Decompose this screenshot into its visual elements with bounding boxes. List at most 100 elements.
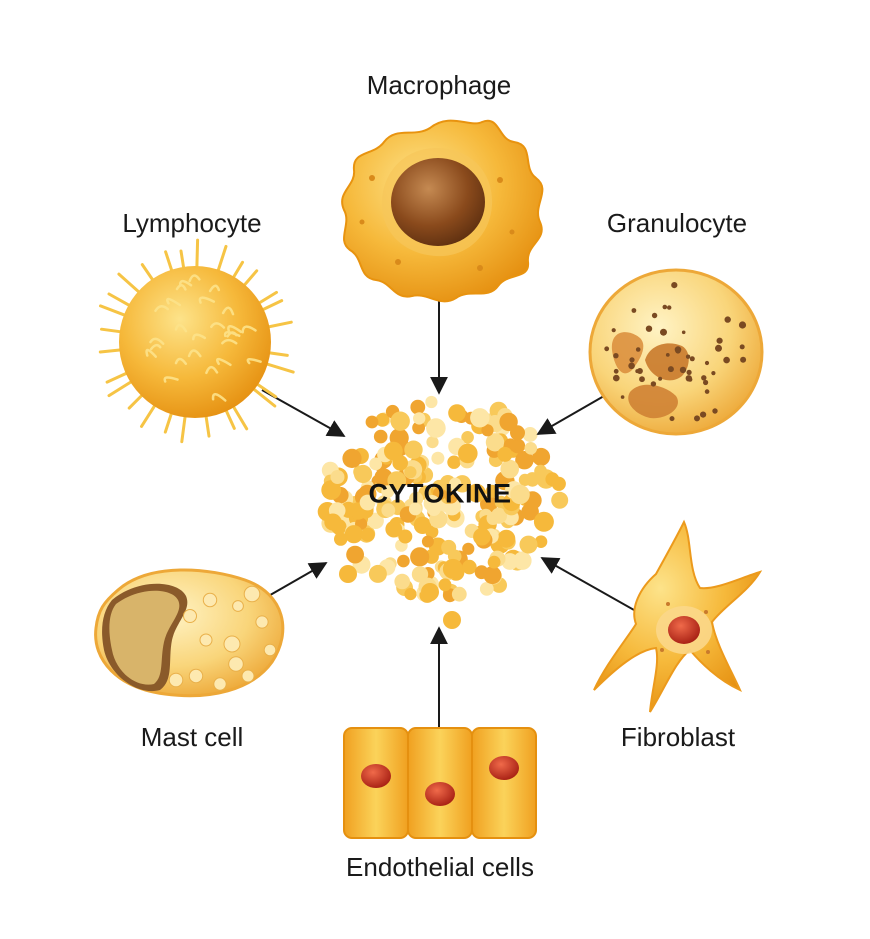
cytokine-particle xyxy=(524,442,538,455)
cytokine-particle xyxy=(330,470,345,484)
cytokine-particle xyxy=(368,564,387,583)
cytokine-particle xyxy=(485,433,505,452)
cytokine-particle xyxy=(334,532,348,546)
cytokine-particle xyxy=(397,554,410,568)
cytokine-particle xyxy=(359,494,376,511)
cytokine-particle xyxy=(442,558,463,579)
cytokine-particle xyxy=(425,395,438,409)
cytokine-particle xyxy=(451,586,467,602)
cytokine-particle xyxy=(480,495,498,513)
cytokine-particle xyxy=(497,446,513,462)
label-granulocyte: Granulocyte xyxy=(606,208,748,238)
arrow-granulocyte xyxy=(536,395,605,435)
label-macrophage: Macrophage xyxy=(366,70,512,100)
cytokine-particle xyxy=(481,424,494,437)
cytokine-particle xyxy=(551,476,566,491)
cytokine-particle xyxy=(445,490,458,504)
cytokine-particle xyxy=(365,415,379,429)
endothelial-nucleus-2 xyxy=(425,782,455,806)
fibroblast-nucleus xyxy=(668,616,700,644)
cytokine-particle xyxy=(479,582,494,596)
label-cytokine: CYTOKINE xyxy=(368,478,512,509)
cytokine-particle xyxy=(421,535,434,548)
cytokine-particle xyxy=(324,513,342,531)
cytokine-particle xyxy=(470,408,490,428)
arrow-mast-cell xyxy=(264,562,328,599)
granulocyte-cell xyxy=(588,268,764,436)
cytokine-particle xyxy=(534,464,547,478)
endothelial-nucleus-3 xyxy=(489,756,519,780)
cytokine-particle xyxy=(500,459,519,479)
cytokine-particle xyxy=(551,491,569,509)
arrow-fibroblast xyxy=(540,557,651,620)
cytokine-particle xyxy=(462,559,477,575)
macrophage-cell xyxy=(341,119,544,303)
cytokine-particle xyxy=(369,457,383,471)
cytokine-particle xyxy=(467,483,486,503)
cytokine-cluster xyxy=(317,395,569,629)
cytokine-particle xyxy=(408,502,422,516)
cytokine-particle xyxy=(534,535,548,548)
cytokine-particle xyxy=(375,413,390,427)
cytokine-particle xyxy=(346,545,364,564)
cytokine-particle xyxy=(485,484,499,498)
cytokine-particle xyxy=(410,547,430,567)
cytokine-particle xyxy=(412,421,425,435)
cytokine-particle xyxy=(461,431,474,444)
cytokine-particle xyxy=(533,511,554,532)
cytokine-particle xyxy=(394,573,411,590)
fibroblast-cell xyxy=(593,519,763,713)
cytokine-particle xyxy=(473,527,491,546)
cytokine-particle xyxy=(339,565,357,583)
cytokine-particle xyxy=(431,451,445,465)
cytokine-particle xyxy=(519,535,538,554)
cytokine-particle xyxy=(510,484,530,505)
cytokine-particle xyxy=(413,412,426,425)
macrophage-nucleus xyxy=(391,158,485,246)
cytokine-particle xyxy=(421,583,439,601)
cytokine-particle xyxy=(423,495,441,512)
cytokine-particle xyxy=(486,511,500,525)
cytokine-particle xyxy=(344,525,363,544)
cytokine-particle xyxy=(381,503,396,518)
cytokine-particle xyxy=(462,542,475,555)
cytokine-particle xyxy=(499,412,518,432)
mast-cell xyxy=(94,568,285,698)
cytokine-particle xyxy=(449,477,462,490)
cytokine-particle xyxy=(487,555,501,569)
cytokine-particle xyxy=(426,418,446,438)
cytokine-particle xyxy=(367,512,384,529)
cytokine-particle xyxy=(390,411,410,431)
cytokine-particle xyxy=(522,427,538,442)
cytokine-particle xyxy=(387,471,407,490)
cytokine-particle xyxy=(426,436,439,449)
cytokine-particle xyxy=(410,399,426,415)
cytokine-particle xyxy=(381,485,395,498)
endothelial-nucleus-1 xyxy=(361,764,391,788)
label-mast-cell: Mast cell xyxy=(140,722,244,752)
cytokine-particle xyxy=(483,566,502,585)
cytokine-particle xyxy=(513,551,532,570)
label-endothelial: Endothelial cells xyxy=(346,852,534,882)
cytokine-particle xyxy=(342,448,362,468)
cytokine-particle xyxy=(443,611,461,629)
cytokine-particle xyxy=(458,443,478,464)
cytokine-particle xyxy=(321,480,342,500)
label-lymphocyte: Lymphocyte xyxy=(122,208,262,238)
cytokine-particle xyxy=(392,455,409,471)
cytokine-particle xyxy=(515,451,534,470)
endothelial-cells xyxy=(343,727,537,839)
cytokine-particle xyxy=(497,529,516,548)
label-fibroblast: Fibroblast xyxy=(620,722,736,752)
cytokine-particle xyxy=(404,466,417,479)
cytokine-particle xyxy=(373,429,388,444)
cytokine-particle xyxy=(438,578,452,592)
cytokine-particle xyxy=(525,472,540,487)
cytokine-particle xyxy=(404,440,423,459)
cytokine-particle xyxy=(360,527,375,542)
cytokine-particle xyxy=(425,525,439,539)
cytokine-particle xyxy=(448,404,466,422)
cytokine-particle xyxy=(385,520,403,538)
